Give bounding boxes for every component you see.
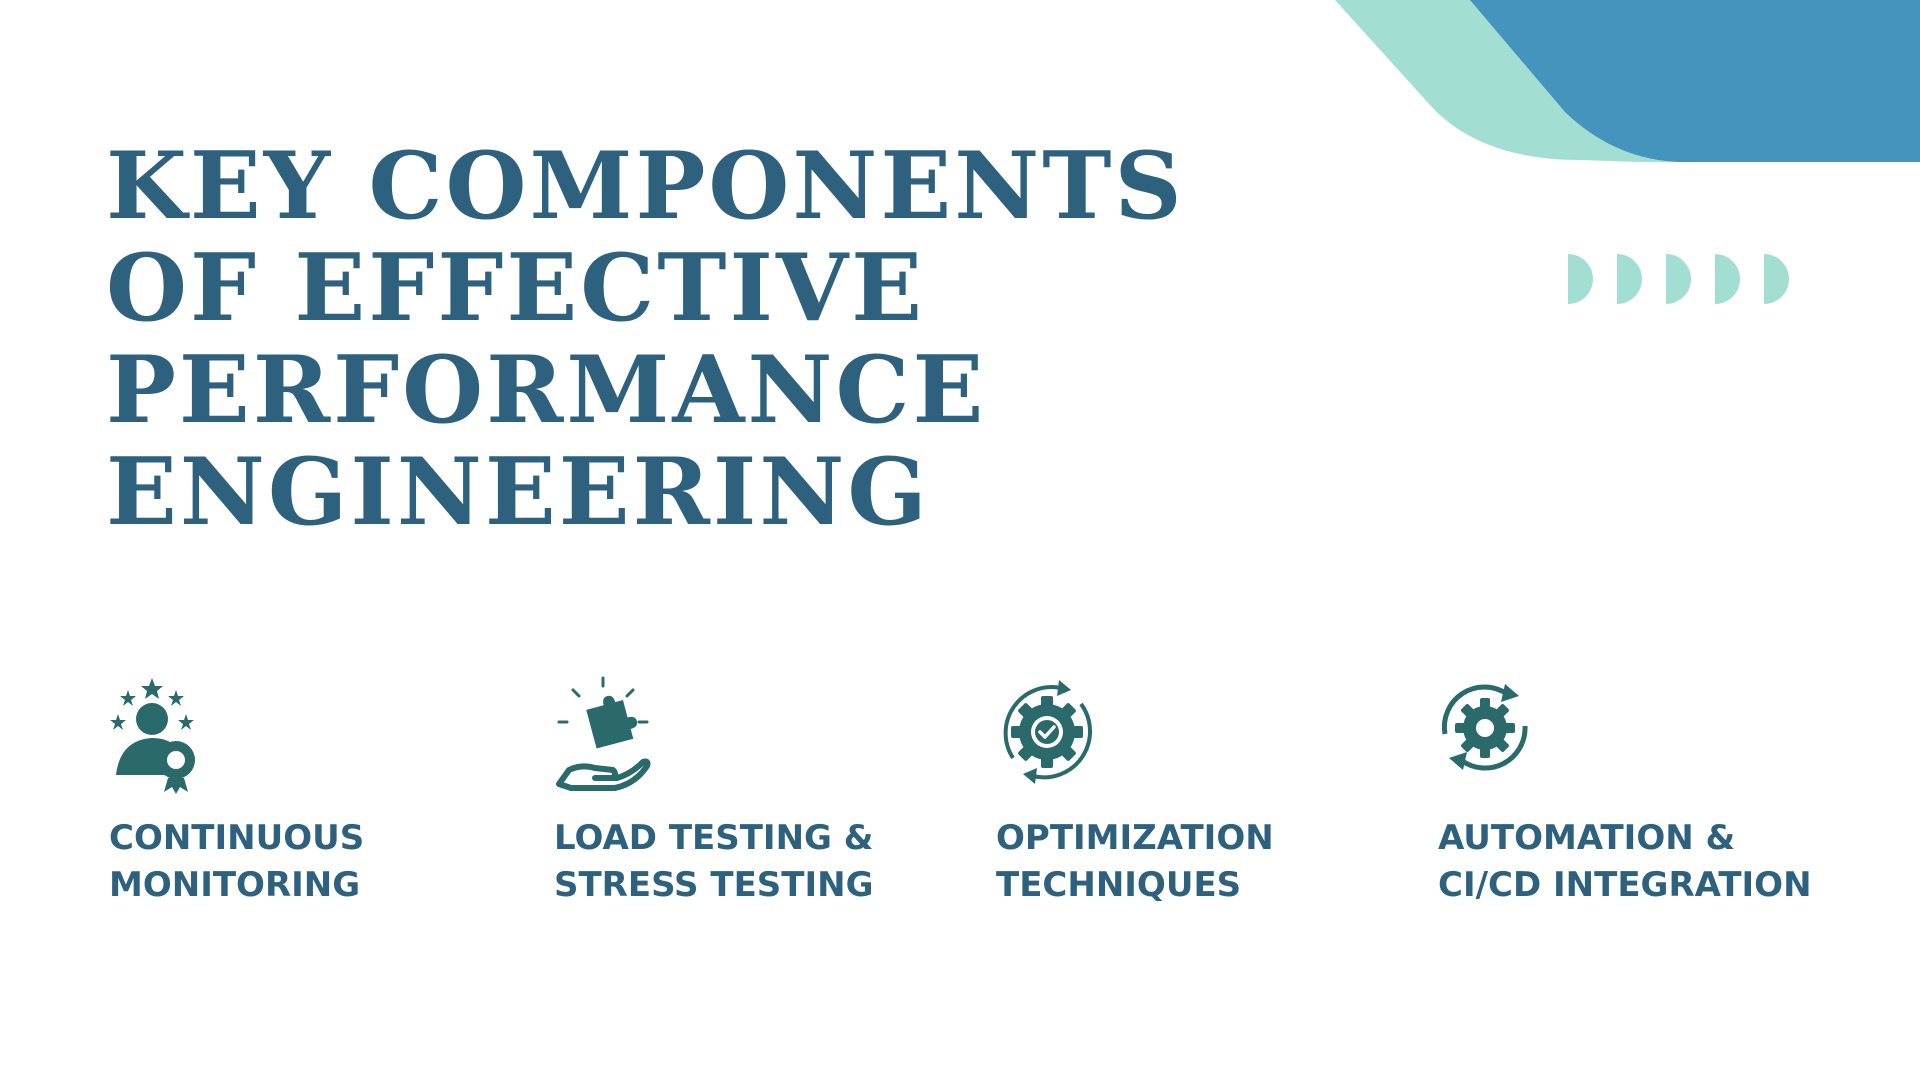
- gear-check-cycle-icon: [1003, 680, 1092, 784]
- title-line-4: ENGINEERING: [106, 437, 930, 546]
- feature-label: CONTINUOUS MONITORING: [109, 818, 365, 905]
- title-line-2: OF EFFECTIVE: [106, 233, 926, 342]
- title-line-1: KEY COMPONENTS: [106, 131, 1185, 240]
- title-line-3: PERFORMANCE: [106, 335, 987, 444]
- slide-title: KEY COMPONENTS OF EFFECTIVE PERFORMANCE …: [106, 135, 1185, 543]
- half-circle-2: [1617, 254, 1642, 304]
- feature-label: OPTIMIZATION TECHNIQUES: [996, 818, 1274, 905]
- puzzle-hand-icon: [556, 676, 651, 791]
- corner-decoration: [1335, 0, 1920, 162]
- blue-wave-shape: [1470, 0, 1920, 162]
- gear-cycle-icon: [1441, 684, 1528, 771]
- feature-label: AUTOMATION & CI/CD INTEGRATION: [1438, 818, 1812, 905]
- feature-label: LOAD TESTING & STRESS TESTING: [554, 818, 874, 905]
- half-circle-4: [1715, 254, 1740, 304]
- half-circle-decoration: [1568, 254, 1789, 304]
- half-circle-1: [1568, 254, 1593, 304]
- half-circle-3: [1666, 254, 1691, 304]
- half-circle-5: [1764, 254, 1789, 304]
- user-gear-stars-icon: [110, 678, 195, 794]
